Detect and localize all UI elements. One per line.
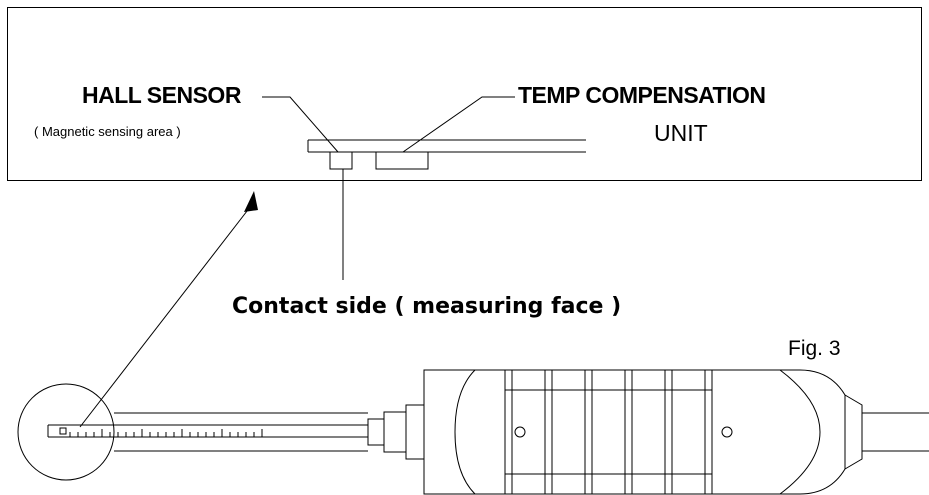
figure-caption: Fig. 3 — [788, 337, 841, 360]
probe-illustration — [17, 369, 929, 495]
temp-compensation-leader — [402, 96, 515, 153]
hall-sensor-label: HALL SENSOR — [82, 82, 241, 108]
hall-sensor-chip — [329, 151, 353, 170]
detail-frame — [7, 7, 922, 181]
zoom-circle — [17, 383, 115, 481]
hall-sensor-leader — [262, 96, 339, 153]
temp-compensation-label: TEMP COMPENSATION — [518, 82, 766, 108]
temp-compensation-sublabel: UNIT — [654, 120, 708, 146]
temp-compensation-chip — [375, 151, 429, 170]
hall-sensor-sublabel: ( Magnetic sensing area ) — [34, 124, 181, 139]
sensor-board — [307, 139, 586, 153]
contact-side-label: Contact side ( measuring face ) — [232, 294, 622, 319]
zoom-arrow — [79, 191, 258, 428]
